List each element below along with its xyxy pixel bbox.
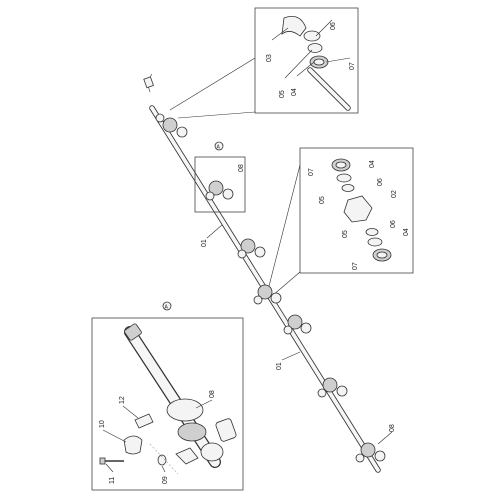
nozzle-body-cluster (355, 442, 386, 463)
callout-label: 06 (390, 220, 397, 228)
nozzle-body-cluster (155, 113, 188, 138)
o-ring-icon (367, 237, 383, 247)
o-ring-icon (365, 228, 379, 236)
callout-label: 08 (238, 164, 245, 172)
clamp-half-icon (123, 435, 143, 455)
nozzle-body-cluster (283, 314, 312, 335)
tee-fitting-icon (343, 195, 373, 223)
top-inset-frame (254, 7, 359, 114)
callout-label: 10 (99, 420, 106, 428)
top-inset-leader-lower (177, 111, 256, 119)
callout-label: 06 (330, 22, 337, 30)
nozzle-body-cluster (205, 180, 234, 201)
callout-label: 08 (209, 390, 216, 398)
bottom-inset-detail: A 08 10 12 11 09 (91, 301, 244, 491)
callout-label: 12 (119, 396, 126, 404)
o-ring-icon (303, 30, 321, 42)
check-valve (215, 418, 237, 442)
callout-label: 06 (377, 178, 384, 186)
callout-label: 04 (291, 88, 298, 96)
tip-body (175, 447, 199, 465)
nozzle-body-cluster (317, 377, 348, 398)
callout-label: 11 (109, 477, 116, 484)
top-inset-leader-upper (169, 57, 256, 111)
nozzle-body-cluster (253, 284, 282, 305)
callout-label: 04 (369, 160, 376, 168)
callout-label: 04 (403, 228, 410, 236)
nozzle-clamp (177, 422, 207, 442)
callout-label: 07 (349, 62, 356, 70)
nut-bore-icon (313, 58, 325, 66)
nozzle-cap (200, 442, 224, 462)
pipe-end-cap (124, 323, 142, 341)
callout-label: 07 (308, 168, 315, 176)
callout-label: 01 (276, 362, 283, 370)
callout-label: 09 (162, 476, 169, 484)
callout-label: 02 (391, 190, 398, 198)
callout-label: 03 (266, 54, 273, 62)
callout-label: 08 (389, 424, 396, 432)
gasket-icon (134, 413, 154, 429)
elbow-fitting-icon (281, 15, 307, 37)
callout-label: A (217, 145, 221, 151)
top-inset-detail: 03 06 05 04 07 (169, 7, 359, 119)
detail-a-marker (162, 301, 172, 311)
callout-label: 05 (279, 90, 286, 98)
nozzle-body-cluster (237, 238, 266, 259)
right-inset-leader (267, 164, 301, 291)
callout-label: 07 (352, 262, 359, 270)
o-ring-icon (307, 43, 323, 53)
detail-a-marker (214, 141, 224, 151)
main-boom-assembly: A 08 01 01 08 (143, 73, 396, 473)
callout-label: 01 (201, 239, 208, 247)
callout-label: 05 (342, 230, 349, 238)
right-inset-detail: 07 04 06 05 02 06 05 04 07 (267, 147, 414, 297)
nozzle-body (166, 398, 204, 422)
o-ring-icon (157, 454, 167, 466)
callout-label: A (165, 305, 169, 311)
detail-a-frame (194, 156, 246, 213)
o-ring-icon (341, 184, 355, 192)
o-ring-icon (336, 173, 352, 183)
connector-icon (143, 76, 154, 89)
callout-label: 05 (319, 196, 326, 204)
